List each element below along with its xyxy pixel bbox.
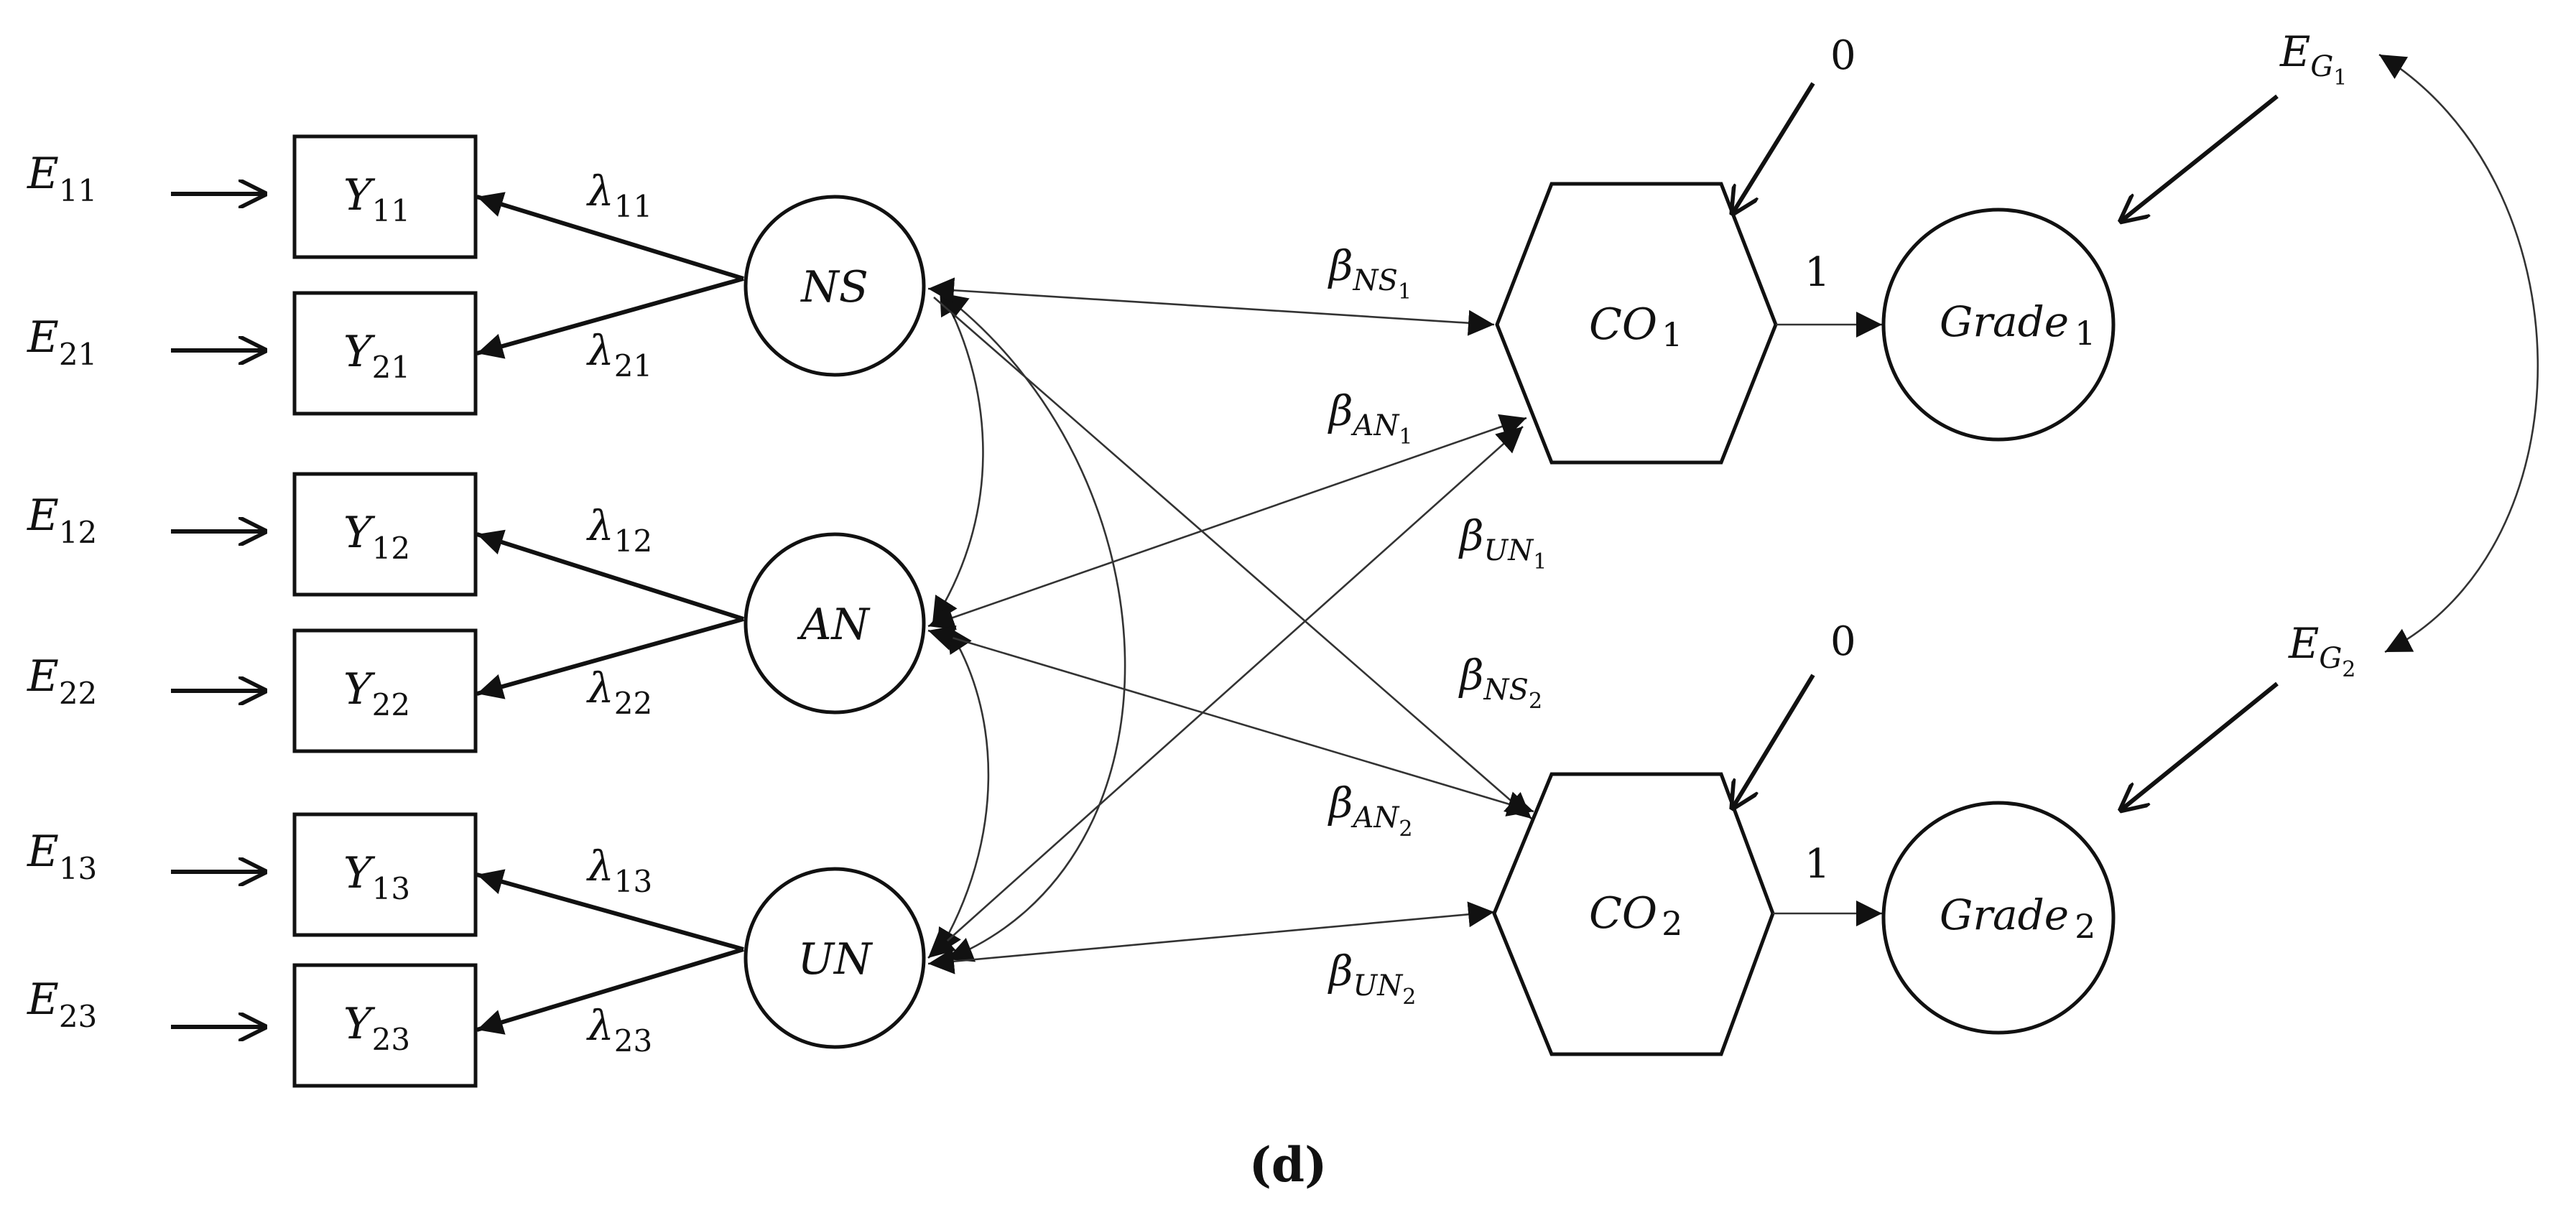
beta-label-ns2: βNS2: [1458, 651, 1542, 714]
indicator-label-13: Y13: [343, 848, 410, 906]
loading-arrow-11: [476, 192, 744, 281]
error-label-12: E12: [27, 490, 97, 550]
indicator-boxes: Y11 Y21 Y12 Y22 Y13 Y23: [292, 134, 478, 1088]
error-label-11: E11: [27, 149, 97, 208]
error-label-23: E23: [27, 974, 97, 1034]
path-un-co1: [927, 426, 1524, 959]
figure-caption: (d): [1249, 1137, 1328, 1193]
loading-arrow-13: [476, 869, 744, 952]
latent-label-un: UN: [797, 934, 874, 985]
latent-circle-un: [743, 867, 926, 1049]
beta-labels: βNS1 βAN1 βUN1 βNS2 βAN2 βUN2: [1328, 241, 1547, 1010]
grade-circle-1: [1881, 208, 2116, 442]
path-ns-co2: [933, 297, 1532, 819]
covariance-an-un: [935, 625, 990, 956]
indicator-box-11: [292, 134, 478, 259]
grade-errors: EG1 EG2: [2119, 27, 2539, 811]
indicator-box-22: [292, 628, 478, 753]
grade-error-label-1: EG1: [2279, 27, 2347, 90]
grade-error-arrow-2: [2119, 681, 2279, 811]
indicator-label-21: Y21: [343, 327, 410, 385]
indicator-label-12: Y12: [343, 508, 410, 566]
loading-arrow-23: [476, 947, 744, 1035]
disturbance-label-1: 0: [1830, 32, 1856, 79]
loading-label-23: λ23: [586, 1001, 652, 1059]
beta-label-ns1: βNS1: [1328, 241, 1412, 304]
covariance-ns-an: [931, 288, 984, 624]
grade-error-arrow-1: [2119, 94, 2279, 223]
error-label-21: E21: [27, 312, 97, 372]
indicator-label-11: Y11: [343, 170, 410, 228]
loading-arrow-12: [476, 529, 744, 621]
grade-circle-2: [1881, 801, 2116, 1035]
loading-label-11: λ11: [586, 167, 652, 224]
covariance-ns-un: [940, 292, 1126, 962]
beta-label-un2: βUN2: [1328, 946, 1416, 1010]
loading-arrow-22: [476, 617, 744, 699]
loading-label-22: λ22: [586, 664, 652, 721]
path-an-co1: [927, 414, 1527, 631]
latent-label-an: AN: [797, 600, 871, 650]
latent-factors: NS AN UN: [743, 195, 926, 1049]
path-un-co2: [927, 901, 1495, 974]
disturbance-label-2: 0: [1830, 618, 1856, 665]
latent-covariances: [931, 288, 1126, 962]
path-ns-co1: [927, 277, 1495, 336]
beta-label-an2: βAN2: [1328, 778, 1413, 842]
beta-label-un1: βUN1: [1458, 511, 1547, 574]
error-labels: E11 E21 E12 E22 E13 E23: [27, 149, 97, 1034]
error-label-22: E22: [27, 651, 97, 711]
disturbance-arrow-1: [1731, 82, 1815, 215]
fixed-path-label-1: 1: [1804, 249, 1830, 296]
beta-label-an1: βAN1: [1328, 386, 1413, 450]
indicator-box-23: [292, 963, 478, 1088]
indicator-box-21: [292, 291, 478, 416]
fixed-paths: 1 1: [1773, 249, 1882, 926]
grade-error-label-2: EG2: [2288, 619, 2355, 682]
loading-arrows: [476, 192, 744, 1035]
indicator-label-22: Y22: [343, 664, 410, 722]
loading-label-21: λ21: [586, 326, 652, 383]
latent-circle-an: [743, 532, 926, 715]
grade-error-covariance: [2378, 53, 2539, 653]
loading-arrow-21: [476, 276, 744, 359]
path-an-co2: [927, 625, 1534, 816]
loading-label-12: λ12: [586, 501, 652, 559]
latent-circle-ns: [743, 195, 926, 377]
disturbances: 0 0: [1731, 32, 1856, 810]
structural-paths: [927, 277, 1534, 974]
loading-label-13: λ13: [586, 842, 652, 899]
latent-label-ns: NS: [800, 262, 868, 312]
error-label-13: E13: [27, 827, 97, 886]
disturbance-arrow-2: [1731, 674, 1815, 810]
indicator-box-13: [292, 812, 478, 937]
error-arrows: [171, 194, 267, 1027]
indicator-box-12: [292, 472, 478, 597]
loading-labels: λ11 λ21 λ12 λ22 λ13 λ23: [586, 167, 652, 1059]
fixed-path-label-2: 1: [1804, 841, 1830, 888]
indicator-label-23: Y23: [343, 999, 410, 1057]
